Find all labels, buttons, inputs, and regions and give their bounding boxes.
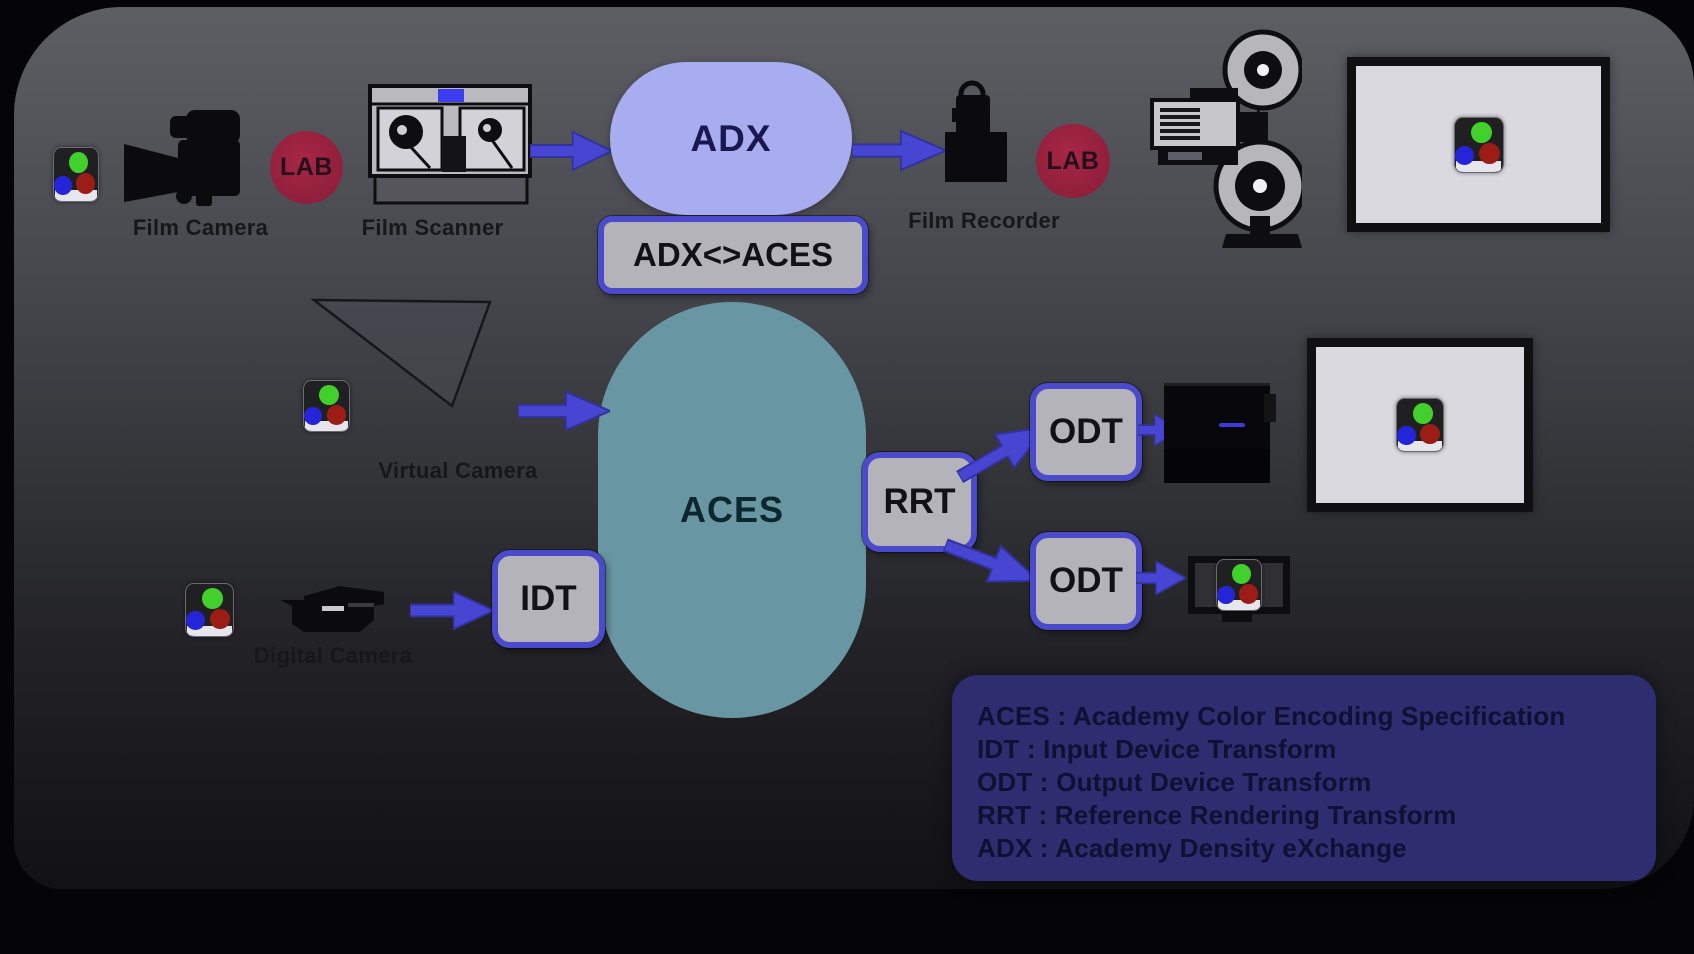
lab-label: LAB	[280, 153, 333, 181]
arrow-digital-to-idt-icon	[410, 588, 494, 633]
odt-bottom-node: ODT	[1030, 532, 1142, 630]
arrow-scanner-to-adx-icon	[530, 128, 612, 174]
virtual-camera-caption: Virtual Camera	[378, 458, 538, 483]
legend-line: ODT : Output Device Transform	[977, 767, 1372, 797]
lab-badge: LAB	[1036, 124, 1110, 198]
odt-label: ODT	[1049, 412, 1123, 451]
digital-projector-icon	[1164, 383, 1276, 483]
lab-label: LAB	[1046, 146, 1100, 175]
digital-camera-icon	[278, 576, 392, 636]
color-chip-icon	[303, 380, 350, 432]
aces-node: ACES	[598, 302, 866, 718]
arrow-adx-to-recorder-icon	[852, 127, 946, 174]
lab-badge: LAB	[270, 131, 343, 204]
film-projector-icon	[1150, 28, 1307, 252]
color-chip-icon	[1216, 559, 1262, 611]
color-chip-icon	[1396, 398, 1444, 452]
film-scanner-caption: Film Scanner	[361, 215, 504, 240]
reference-monitor-screen	[1307, 338, 1533, 512]
legend-box: ACES : Academy Color Encoding Specificat…	[952, 675, 1656, 881]
color-chip-icon	[1453, 116, 1504, 173]
small-monitor-icon	[1188, 556, 1290, 614]
cinema-screen	[1347, 57, 1610, 232]
legend-line: ADX : Academy Density eXchange	[977, 833, 1407, 863]
film-camera-caption: Film Camera	[132, 215, 269, 240]
adx-aces-bridge-node: ADX<>ACES	[598, 216, 868, 294]
idt-node: IDT	[492, 550, 605, 648]
monitor-stand	[1222, 613, 1252, 622]
aces-label: ACES	[679, 489, 785, 530]
virtual-camera-triangle-icon	[300, 288, 500, 413]
arrow-odt-to-monitor-icon	[1136, 558, 1186, 598]
legend-line: RRT : Reference Rendering Transform	[977, 800, 1457, 830]
odt-top-node: ODT	[1030, 383, 1142, 481]
legend-line: IDT : Input Device Transform	[977, 734, 1337, 764]
digital-camera-caption: Digital Camera	[253, 643, 413, 668]
adx-node: ADX	[610, 62, 852, 215]
film-scanner-icon	[368, 84, 534, 206]
rrt-node: RRT	[862, 452, 977, 552]
odt-label: ODT	[1049, 561, 1123, 600]
film-recorder-caption: Film Recorder	[908, 208, 1060, 233]
idt-label: IDT	[520, 579, 577, 618]
film-recorder-icon	[944, 80, 1008, 184]
adx-aces-label: ADX<>ACES	[633, 236, 833, 273]
adx-label: ADX	[690, 117, 772, 159]
rrt-label: RRT	[883, 482, 956, 521]
legend-line: ACES : Academy Color Encoding Specificat…	[977, 701, 1566, 731]
color-chip-icon	[185, 583, 234, 637]
arrow-virtual-to-aces-icon	[518, 388, 610, 434]
arrow-rrt-to-odt-bottom-icon	[937, 524, 1047, 603]
color-chip-icon	[53, 147, 99, 202]
film-camera-icon	[124, 108, 248, 208]
